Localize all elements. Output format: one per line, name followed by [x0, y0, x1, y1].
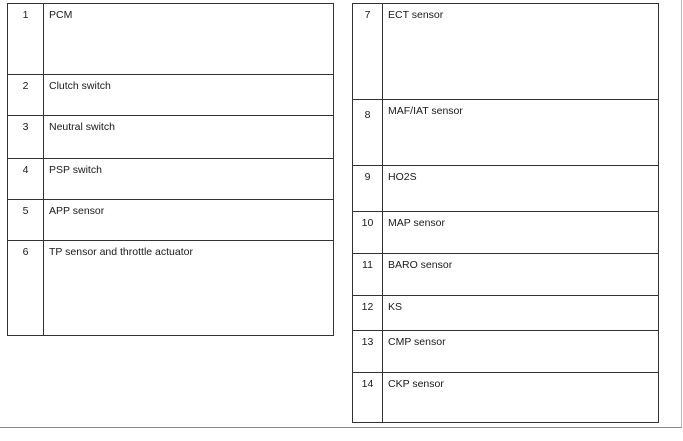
item-number: 3	[7, 115, 44, 159]
legend-row: 3 Neutral switch	[7, 115, 334, 159]
item-label: Neutral switch	[43, 115, 334, 159]
item-number: 10	[352, 211, 383, 254]
item-number: 11	[352, 253, 383, 296]
legend-row: 6 TP sensor and throttle actuator	[7, 240, 334, 336]
item-label: TP sensor and throttle actuator	[43, 240, 334, 336]
item-number: 14	[352, 372, 383, 423]
item-label: MAP sensor	[382, 211, 659, 254]
item-label: KS	[382, 295, 659, 331]
legend-table-left: 1 PCM 2 Clutch switch 3 Neutral switch 4…	[7, 3, 334, 336]
item-number: 9	[352, 165, 383, 212]
item-number: 7	[352, 3, 383, 100]
item-label: BARO sensor	[382, 253, 659, 296]
item-label: PCM	[43, 3, 334, 75]
item-number: 5	[7, 199, 44, 241]
item-label: CKP sensor	[382, 372, 659, 423]
item-label: ECT sensor	[382, 3, 659, 100]
legend-row: 14 CKP sensor	[352, 372, 659, 423]
item-number: 4	[7, 158, 44, 200]
item-label: PSP switch	[43, 158, 334, 200]
item-label: MAF/IAT sensor	[382, 99, 659, 166]
item-number: 1	[7, 3, 44, 75]
legend-row: 10 MAP sensor	[352, 211, 659, 254]
legend-row: 1 PCM	[7, 3, 334, 75]
item-label: CMP sensor	[382, 330, 659, 373]
legend-row: 12 KS	[352, 295, 659, 331]
item-label: Clutch switch	[43, 74, 334, 116]
item-number: 12	[352, 295, 383, 331]
legend-row: 9 HO2S	[352, 165, 659, 212]
item-number: 13	[352, 330, 383, 373]
item-label: APP sensor	[43, 199, 334, 241]
legend-row: 5 APP sensor	[7, 199, 334, 241]
legend-row: 2 Clutch switch	[7, 74, 334, 116]
item-number: 6	[7, 240, 44, 336]
legend-row: 13 CMP sensor	[352, 330, 659, 373]
legend-row: 7 ECT sensor	[352, 3, 659, 100]
item-number: 2	[7, 74, 44, 116]
legend-table-right: 7 ECT sensor 8 MAF/IAT sensor 9 HO2S 10 …	[352, 3, 659, 423]
item-label: HO2S	[382, 165, 659, 212]
legend-row: 11 BARO sensor	[352, 253, 659, 296]
legend-row: 8 MAF/IAT sensor	[352, 99, 659, 166]
item-number: 8	[352, 99, 383, 166]
page-frame	[0, 0, 682, 428]
legend-row: 4 PSP switch	[7, 158, 334, 200]
